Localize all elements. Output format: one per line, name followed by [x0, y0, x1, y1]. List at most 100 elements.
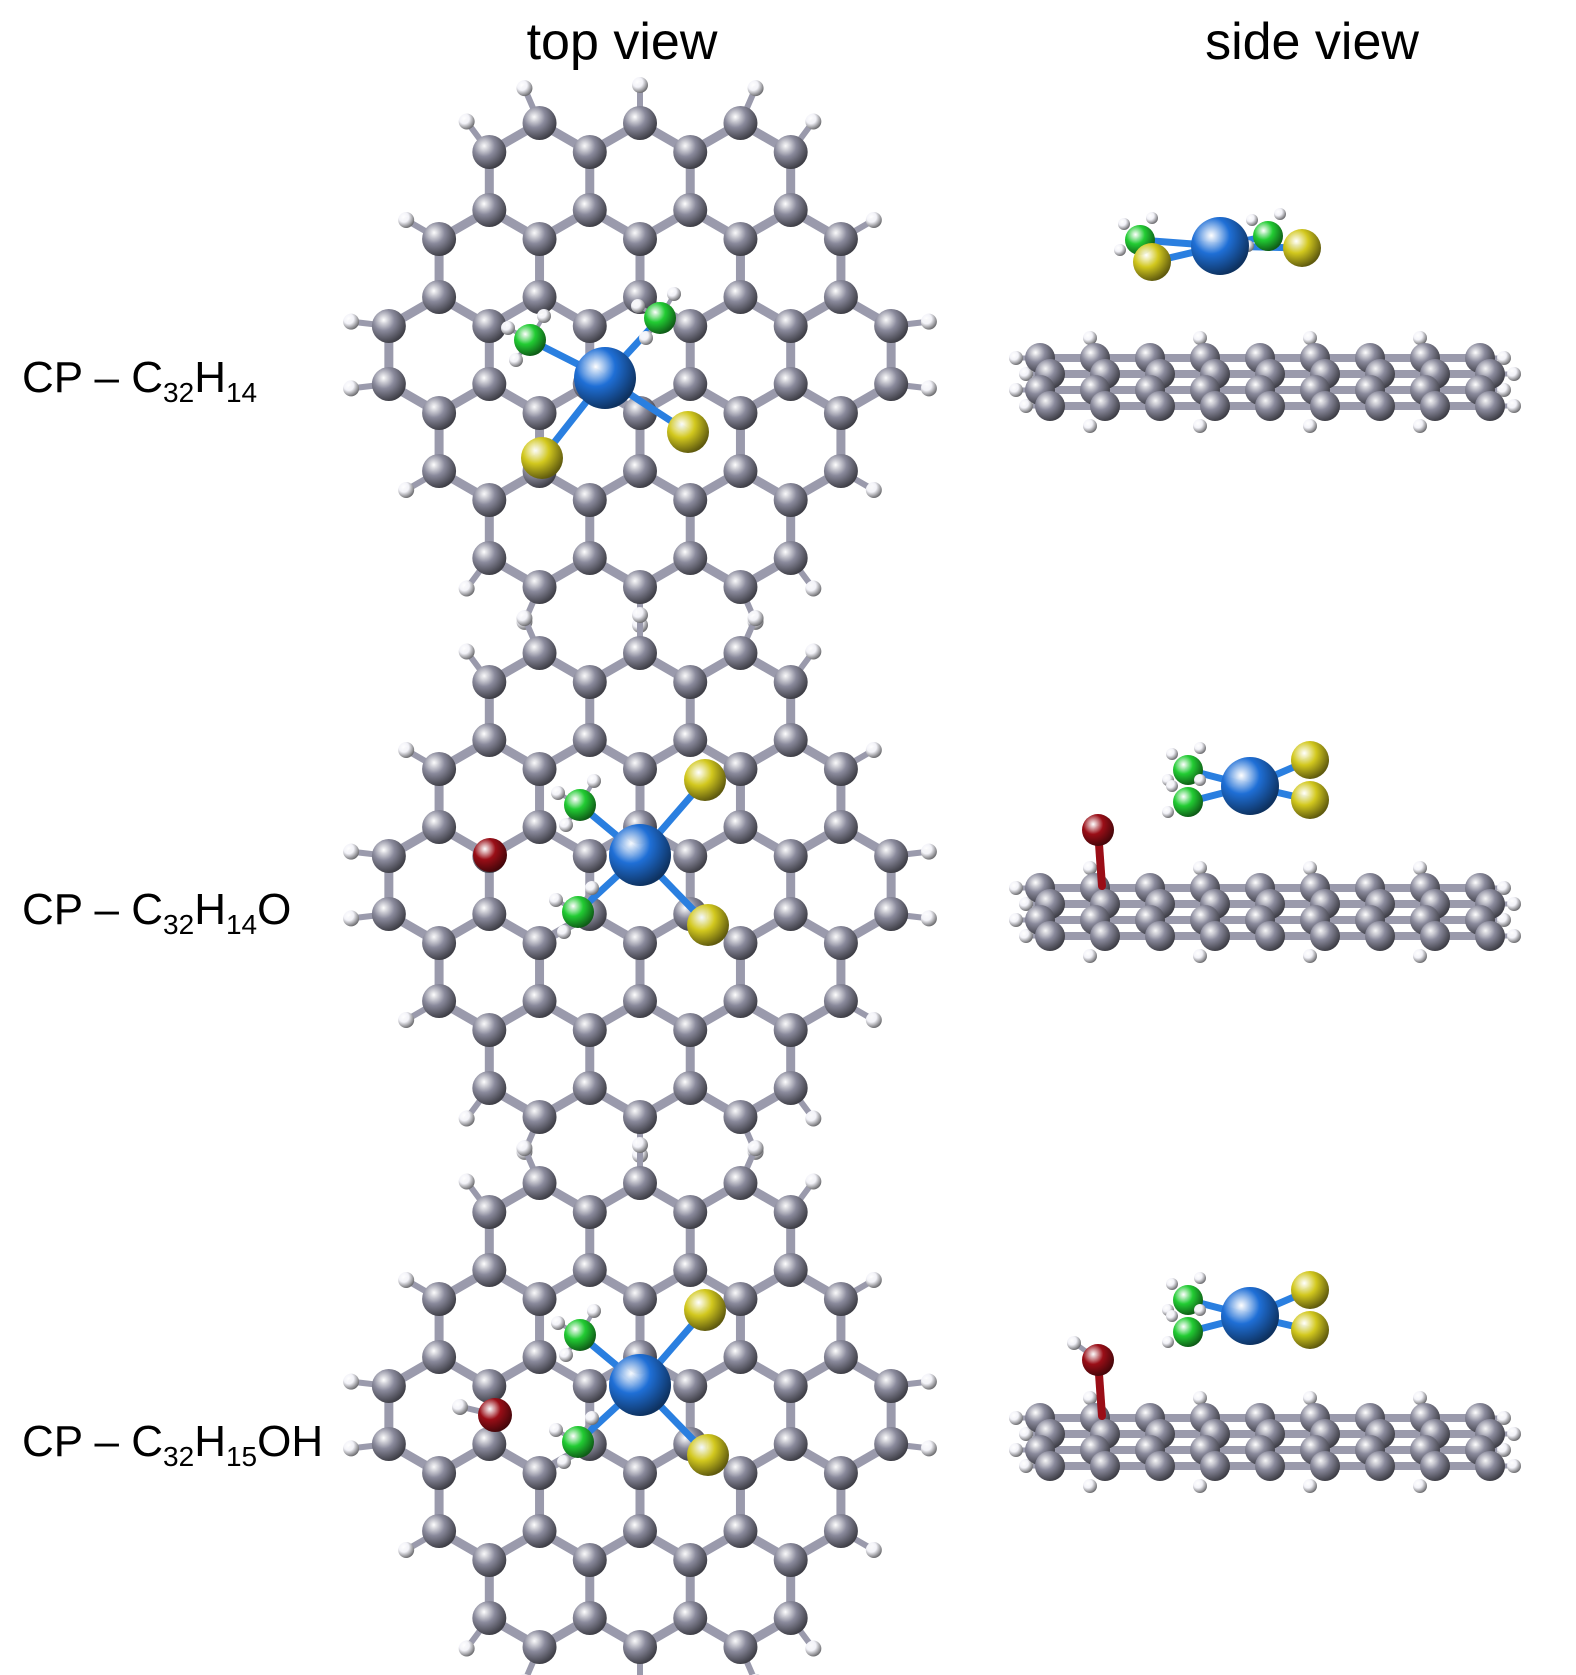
hydrogen-atom: [1303, 419, 1317, 433]
carbon-atom: [874, 1427, 909, 1461]
hydrogen-atom: [1413, 949, 1427, 963]
hydrogen-atom: [865, 1272, 882, 1288]
carbon-atom: [1145, 1451, 1175, 1481]
carbon-atom: [371, 1427, 406, 1461]
carbon-atom: [572, 1601, 607, 1635]
hydrogen-atom: [1497, 383, 1511, 397]
carbon-atom: [623, 454, 657, 488]
carbon-atom: [773, 1369, 808, 1403]
carbon-atom: [472, 1195, 507, 1229]
carbon-atom: [1200, 391, 1230, 421]
header-side-view: side view: [1205, 13, 1419, 71]
hydrogen-atom: [1497, 913, 1511, 927]
carbon-atom: [1365, 921, 1395, 951]
carbon-atom: [422, 396, 457, 430]
carbon-atom: [723, 752, 758, 786]
carbon-atom: [823, 926, 858, 960]
carbon-atom: [572, 1543, 607, 1577]
hydrogen-atom: [1166, 748, 1178, 760]
hydrogen-atom: [1193, 861, 1207, 875]
oxygen-atom: [478, 1398, 512, 1432]
carbon-atom: [522, 396, 557, 430]
hydrogen-atom: [1303, 331, 1317, 345]
carbon-atom: [522, 1100, 557, 1134]
carbon-atom: [371, 839, 406, 873]
carbon-atom: [572, 1195, 607, 1229]
hydrogen-atom: [1194, 1304, 1206, 1316]
carbon-atom: [522, 1514, 557, 1548]
carbon-atom: [572, 309, 607, 343]
hydrogen-atom: [1507, 367, 1521, 381]
hydrogen-atom: [1194, 1272, 1206, 1284]
hydrogen-atom: [1413, 1479, 1427, 1493]
nitrogen-atom: [644, 302, 676, 334]
sulfur-atom: [687, 1434, 729, 1476]
carbon-atom: [572, 839, 607, 873]
hydrogen-atom: [1246, 214, 1258, 226]
label-part: CP – C: [22, 353, 164, 402]
hydrogen-atom: [1114, 244, 1126, 256]
carbon-atom: [823, 1282, 858, 1316]
nitrogen-atom: [564, 1319, 596, 1351]
hydrogen-atom: [920, 313, 937, 330]
hydrogen-atom: [1193, 419, 1207, 433]
carbon-atom: [773, 723, 808, 757]
hydrogen-atom: [920, 843, 937, 860]
carbon-atom: [522, 752, 557, 786]
carbon-atom: [522, 1282, 557, 1316]
label-part: H: [194, 353, 226, 402]
hydrogen-atom: [1497, 1443, 1511, 1457]
hydrogen-atom: [585, 1411, 599, 1425]
carbon-atom: [1200, 921, 1230, 951]
label-part: 14: [225, 909, 258, 940]
top-view-c32h14: [343, 77, 937, 633]
sulfur-atom: [1133, 243, 1171, 281]
carbon-atom: [673, 1543, 708, 1577]
carbon-atom: [823, 280, 858, 314]
carbon-atom: [572, 665, 607, 699]
hydrogen-atom: [632, 607, 648, 623]
hydrogen-atom: [639, 331, 653, 345]
hydrogen-atom: [1507, 929, 1521, 943]
hydrogen-atom: [537, 309, 551, 323]
carbon-atom: [723, 280, 758, 314]
hydrogen-atom: [865, 482, 882, 498]
carbon-atom: [673, 367, 708, 401]
label-part: 32: [163, 377, 195, 408]
hydrogen-atom: [516, 80, 533, 97]
carbon-atom: [623, 752, 657, 786]
carbon-atom: [673, 193, 708, 227]
hydrogen-atom: [458, 1640, 475, 1657]
row-label-c32h14o: CP – C32H14O: [22, 884, 291, 939]
carbon-atom: [623, 984, 657, 1018]
hydrogen-atom: [398, 1012, 415, 1028]
oxygen-atom: [473, 838, 507, 872]
carbon-atom: [1145, 921, 1175, 951]
hydrogen-atom: [398, 1542, 415, 1558]
label-part: 15: [225, 1441, 258, 1472]
carbon-atom: [773, 665, 808, 699]
label-part: 32: [163, 909, 195, 940]
carbon-atom: [472, 483, 507, 517]
carbon-atom: [723, 984, 758, 1018]
sulfur-atom: [1291, 1311, 1329, 1349]
hydrogen-atom: [343, 380, 360, 397]
carbon-atom: [422, 454, 457, 488]
carbon-atom: [773, 897, 808, 931]
carbon-atom: [723, 1630, 758, 1664]
label-part: CP – C: [22, 885, 164, 934]
sulfur-atom: [1291, 781, 1329, 819]
carbon-atom: [1420, 921, 1450, 951]
hydrogen-atom: [1193, 949, 1207, 963]
hydrogen-atom: [1083, 331, 1097, 345]
hydrogen-atom: [1303, 1391, 1317, 1405]
hydrogen-atom: [1274, 208, 1286, 220]
carbon-atom: [472, 1427, 507, 1461]
carbon-atom: [472, 135, 507, 169]
carbon-atom: [673, 541, 708, 575]
carbon-atom: [773, 1601, 808, 1635]
carbon-atom: [723, 454, 758, 488]
carbon-atom: [623, 1456, 657, 1490]
carbon-atom: [1200, 1451, 1230, 1481]
carbon-atom: [623, 1514, 657, 1548]
